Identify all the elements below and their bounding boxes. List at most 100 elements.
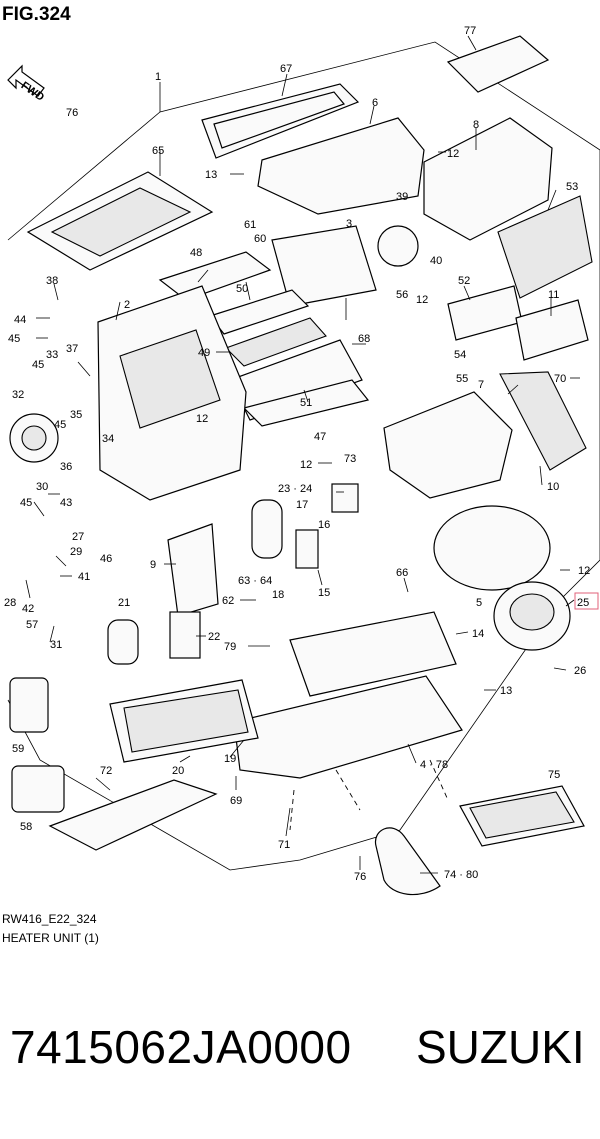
callout-11: 11 xyxy=(548,289,559,301)
callout-25: 25 xyxy=(577,597,589,609)
callout-20: 20 xyxy=(172,765,184,777)
part-63-hose xyxy=(251,499,283,559)
callout-13b: 13 xyxy=(500,685,512,697)
callout-57: 57 xyxy=(26,619,38,631)
callout-1: 1 xyxy=(155,71,161,83)
callout-68: 68 xyxy=(358,333,370,345)
callout-44: 44 xyxy=(14,314,26,326)
callout-71: 71 xyxy=(278,839,290,851)
callout-76b: 76 xyxy=(354,871,366,883)
part-17-valve xyxy=(295,529,319,569)
part-9-duct xyxy=(167,523,219,617)
part-49-plate xyxy=(224,317,327,367)
callout-67: 67 xyxy=(280,63,292,75)
part-53-housing xyxy=(497,195,593,299)
part-74-duct xyxy=(374,827,441,896)
part-footer: 7415062JA0000 SUZUKI xyxy=(0,1020,600,1100)
highlight-box-25 xyxy=(574,592,599,610)
callout-45d: 45 xyxy=(20,497,32,509)
part-6-duct xyxy=(257,117,425,215)
part-77-panel xyxy=(446,35,550,93)
callout-28: 28 xyxy=(4,597,16,609)
callout-12e: 12 xyxy=(578,565,590,577)
heater-unit-exploded-diagram: FWD xyxy=(4,25,600,896)
callout-59: 59 xyxy=(12,743,24,755)
callout-49: 49 xyxy=(198,347,210,359)
callout-4-78: 4 · 78 xyxy=(420,759,448,771)
callout-43: 43 xyxy=(60,497,72,509)
callout-62: 62 xyxy=(222,595,234,607)
part-58-actuator xyxy=(11,765,65,813)
part-3 xyxy=(271,225,377,307)
callout-58: 58 xyxy=(20,821,32,833)
callout-74-80: 74 · 80 xyxy=(444,869,478,881)
part-number: 7415062JA0000 xyxy=(10,1021,352,1073)
brand-name: SUZUKI xyxy=(416,1021,585,1073)
fwd-label: FWD xyxy=(19,80,46,104)
callout-21: 21 xyxy=(118,597,130,609)
callout-37: 37 xyxy=(66,343,78,355)
part-4-lower-case xyxy=(233,675,463,779)
callout-17: 17 xyxy=(296,499,308,511)
callout-66: 66 xyxy=(396,567,408,579)
callout-8: 8 xyxy=(473,119,479,131)
callout-45b: 45 xyxy=(32,359,44,371)
callout-30: 30 xyxy=(36,481,48,493)
part-52 xyxy=(447,285,523,341)
callout-34: 34 xyxy=(102,433,114,445)
part-22-block xyxy=(169,611,201,659)
callout-45c: 45 xyxy=(54,419,66,431)
callout-39: 39 xyxy=(396,191,408,203)
part-14-evaporator xyxy=(289,611,457,697)
callout-14: 14 xyxy=(472,628,484,640)
callout-29: 29 xyxy=(70,546,82,558)
callout-2: 2 xyxy=(124,299,130,311)
callout-35: 35 xyxy=(70,409,82,421)
figure-title: FIG.324 xyxy=(2,4,71,25)
diagram-name: HEATER UNIT (1) xyxy=(2,931,99,945)
callout-40: 40 xyxy=(430,255,442,267)
part-48-plate xyxy=(158,251,272,301)
callout-77: 77 xyxy=(464,25,476,37)
callout-63-64: 63 · 64 xyxy=(238,575,272,587)
leader-lines xyxy=(25,35,580,874)
callout-47: 47 xyxy=(314,431,326,443)
callout-10: 10 xyxy=(547,481,559,493)
callout-5: 5 xyxy=(476,597,482,609)
part-5-scroll xyxy=(433,505,551,591)
callout-45a: 45 xyxy=(8,333,20,345)
callout-55: 55 xyxy=(456,373,468,385)
callout-23-24: 23 · 24 xyxy=(278,483,312,495)
callout-38: 38 xyxy=(46,275,58,287)
callout-75: 75 xyxy=(548,769,560,781)
part-23-bracket xyxy=(331,483,359,513)
part-11 xyxy=(515,299,589,361)
callout-12b: 12 xyxy=(416,294,428,306)
part-72-filter xyxy=(48,779,218,851)
part-10 xyxy=(499,371,587,471)
callout-54: 54 xyxy=(454,349,466,361)
callout-13a: 13 xyxy=(205,169,217,181)
callout-46: 46 xyxy=(100,553,112,565)
callout-36: 36 xyxy=(60,461,72,473)
callout-76a: 76 xyxy=(66,107,78,119)
callout-9: 9 xyxy=(150,559,156,571)
callout-65: 65 xyxy=(152,145,164,157)
part-47 xyxy=(242,379,370,427)
callout-79: 79 xyxy=(224,641,236,653)
callout-41: 41 xyxy=(78,571,90,583)
callout-12c: 12 xyxy=(196,413,208,425)
callout-12d: 12 xyxy=(300,459,312,471)
callout-42: 42 xyxy=(22,603,34,615)
callout-61: 61 xyxy=(244,219,256,231)
callout-31: 31 xyxy=(50,639,62,651)
callout-72: 72 xyxy=(100,765,112,777)
callout-18: 18 xyxy=(272,589,284,601)
callout-16: 16 xyxy=(318,519,330,531)
callout-52: 52 xyxy=(458,275,470,287)
part-56-motor xyxy=(377,225,419,267)
callout-51: 51 xyxy=(300,397,312,409)
callout-15: 15 xyxy=(318,587,330,599)
part-21-grommet xyxy=(107,619,139,665)
diagram-code: RW416_E22_324 xyxy=(2,912,97,926)
